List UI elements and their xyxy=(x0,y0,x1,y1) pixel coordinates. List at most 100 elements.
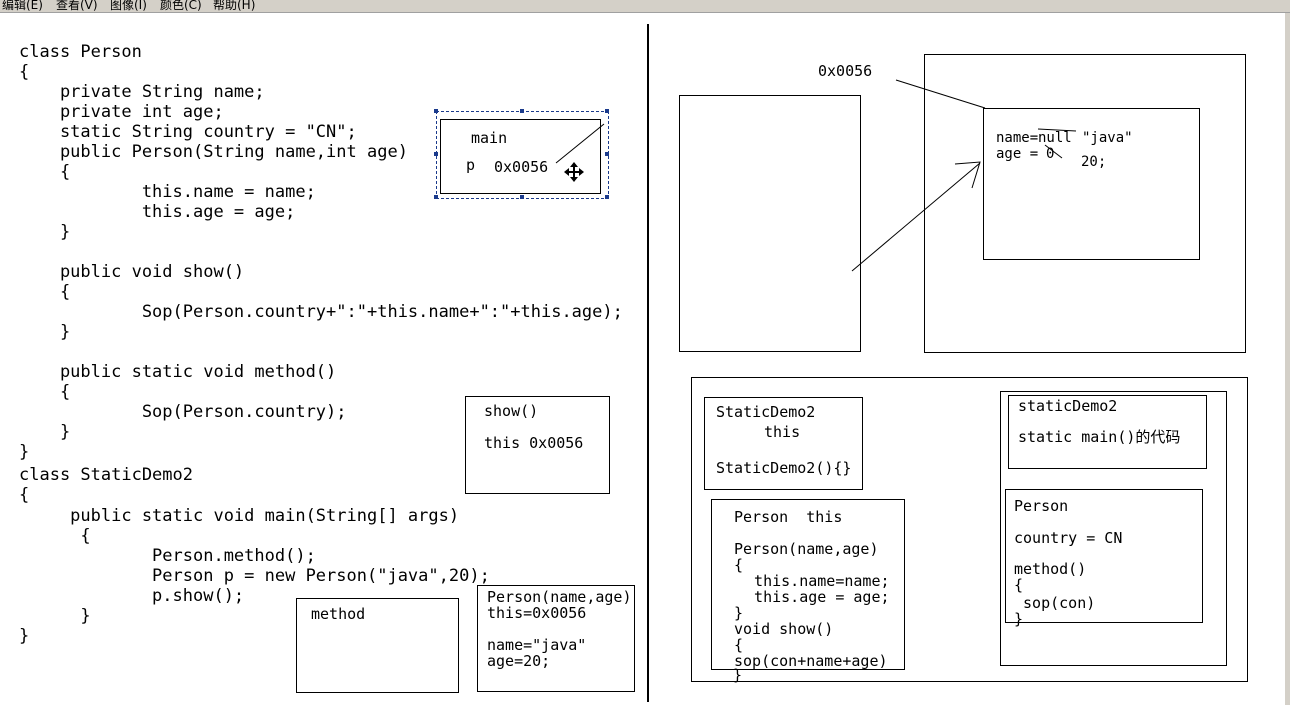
field-name-new: "java" xyxy=(1082,130,1133,146)
reference-value: 0x0056 xyxy=(494,158,549,176)
method-area-box xyxy=(691,377,1248,682)
box-line: } xyxy=(733,666,743,684)
panel-divider-line xyxy=(647,24,649,702)
code-line: { xyxy=(19,282,71,302)
stack-frame-show: show() this 0x0056 xyxy=(465,396,610,494)
strike-zero xyxy=(1044,144,1063,159)
frame-title: show() xyxy=(484,402,539,420)
box-line: this.name=name; xyxy=(736,572,890,590)
selection-handle[interactable] xyxy=(520,195,524,199)
code-line: { xyxy=(19,162,71,182)
box-line: method() xyxy=(1014,560,1087,578)
static-person-box: Person country = CN method() { sop(con) … xyxy=(1005,489,1203,627)
box-line: static main()的代码 xyxy=(1018,428,1181,446)
code-line: this.age = age; xyxy=(19,202,296,222)
box-line: { xyxy=(1014,576,1024,594)
frame-line: this=0x0056 xyxy=(487,604,587,622)
box-line: staticDemo2 xyxy=(1018,397,1118,415)
heap-address-label: 0x0056 xyxy=(818,62,873,80)
code-line: class StaticDemo2 xyxy=(19,465,193,485)
code-line: } xyxy=(19,222,71,242)
reference-arrow xyxy=(851,162,981,272)
box-line: sop(con+name+age) xyxy=(734,652,888,670)
menu-color[interactable]: 颜色(C) xyxy=(160,0,202,12)
box-line: } xyxy=(734,604,744,622)
static-area-box xyxy=(1000,391,1227,666)
selection-handle[interactable] xyxy=(434,109,438,113)
code-line: private String name; xyxy=(19,82,265,102)
static-staticdemo2-box: staticDemo2 static main()的代码 xyxy=(1008,395,1207,469)
box-line: StaticDemo2(){} xyxy=(716,459,852,477)
box-line: this.age = age; xyxy=(736,588,890,606)
field-name-old: null xyxy=(1038,130,1072,146)
box-line: { xyxy=(734,556,744,574)
box-line: void show() xyxy=(734,620,834,638)
code-line: this.name = name; xyxy=(19,182,316,202)
move-cursor-icon xyxy=(564,162,584,182)
selection-handle[interactable] xyxy=(605,109,609,113)
code-line: public void show() xyxy=(19,262,245,282)
heap-object-box: name= null "java" age = 0 20; xyxy=(983,108,1200,260)
strike-null xyxy=(1037,128,1077,132)
pointer-line xyxy=(555,123,605,164)
box-line: country = CN xyxy=(1014,529,1123,547)
code-line: { xyxy=(19,526,91,546)
menu-image[interactable]: 图像(I) xyxy=(110,0,147,12)
code-line: Person.method(); xyxy=(19,546,316,566)
frame-title: method xyxy=(311,605,366,623)
code-line: p.show(); xyxy=(19,586,245,606)
stack-frame-constructor: Person(name,age) this=0x0056 name="java"… xyxy=(477,585,635,692)
box-line: StaticDemo2 xyxy=(716,403,816,421)
stack-frame-method: method xyxy=(296,598,459,693)
menu-view[interactable]: 查看(V) xyxy=(56,0,98,12)
selection-handle[interactable] xyxy=(434,195,438,199)
selection-handle[interactable] xyxy=(434,152,438,156)
class-person-box: Person this Person(name,age) { this.name… xyxy=(711,499,905,670)
code-line: class Person xyxy=(19,42,142,62)
box-line: { xyxy=(734,636,744,654)
code-line: Sop(Person.country+":"+this.name+":"+thi… xyxy=(19,302,623,322)
variable-name: p xyxy=(466,156,476,174)
code-line: { xyxy=(19,62,30,82)
stack-frame-main: main p 0x0056 xyxy=(440,119,601,194)
box-line: } xyxy=(1014,610,1024,628)
field-age-new: 20; xyxy=(1081,154,1107,170)
code-line: public static void main(String[] args) xyxy=(19,506,460,526)
code-line: { xyxy=(19,485,30,505)
frame-line: name="java" xyxy=(487,636,587,654)
box-line: sop(con) xyxy=(1014,594,1096,612)
code-line: Person p = new Person("java",20); xyxy=(19,566,490,586)
code-line: Sop(Person.country); xyxy=(19,402,347,422)
heap-memory-box xyxy=(924,54,1246,353)
box-line: Person xyxy=(1014,497,1069,515)
code-line: private int age; xyxy=(19,102,224,122)
this-reference: this 0x0056 xyxy=(484,434,584,452)
window-edge xyxy=(1285,13,1290,705)
address-line xyxy=(895,79,986,109)
frame-line: age=20; xyxy=(487,652,551,670)
class-staticdemo2-box: StaticDemo2 this StaticDemo2(){} xyxy=(704,397,863,490)
selection-handle[interactable] xyxy=(605,195,609,199)
code-line: { xyxy=(19,382,71,402)
menu-bar: 编辑(E) 查看(V) 图像(I) 颜色(C) 帮助(H) xyxy=(0,0,1290,13)
code-line: static String country = "CN"; xyxy=(19,122,357,142)
frame-title: main xyxy=(471,129,508,147)
arrow-head xyxy=(954,161,981,189)
box-line: Person this xyxy=(734,508,843,526)
box-line: this xyxy=(764,423,801,441)
code-line: public static void method() xyxy=(19,362,337,382)
menu-edit[interactable]: 编辑(E) xyxy=(2,0,43,12)
code-line: } xyxy=(19,322,71,342)
field-age-label: age = xyxy=(996,146,1047,162)
drawing-canvas[interactable] xyxy=(0,13,1285,705)
box-line: Person(name,age) xyxy=(734,540,879,558)
selection-handle[interactable] xyxy=(520,109,524,113)
code-line: public Person(String name,int age) xyxy=(19,142,408,162)
code-line: } xyxy=(19,606,91,626)
menu-help[interactable]: 帮助(H) xyxy=(213,0,256,12)
stack-memory-box xyxy=(679,95,861,352)
selection-handle[interactable] xyxy=(605,152,609,156)
frame-line: Person(name,age) xyxy=(487,588,632,606)
code-line: } xyxy=(19,422,71,442)
